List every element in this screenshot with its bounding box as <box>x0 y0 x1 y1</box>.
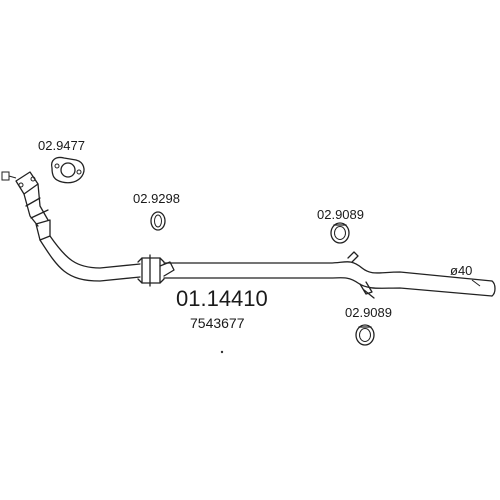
component-label-02-9298: 02.9298 <box>133 191 180 206</box>
gasket-02-9477 <box>50 156 85 184</box>
oe-number: 7543677 <box>190 315 245 331</box>
rubber-mount-02-9089-lower <box>355 324 375 346</box>
front-pipe <box>15 171 496 299</box>
clamp-ring-02-9298 <box>150 211 166 231</box>
dot-mark <box>220 350 224 354</box>
component-label-02-9089-upper: 02.9089 <box>317 207 364 222</box>
component-label-02-9477: 02.9477 <box>38 138 85 153</box>
diameter-label: ø40 <box>450 263 472 278</box>
part-number: 01.14410 <box>176 286 268 311</box>
inlet-flange <box>15 171 39 195</box>
rubber-mount-02-9089-upper <box>330 222 350 244</box>
component-label-02-9089-lower: 02.9089 <box>345 305 392 320</box>
inlet-marker <box>1 171 10 181</box>
